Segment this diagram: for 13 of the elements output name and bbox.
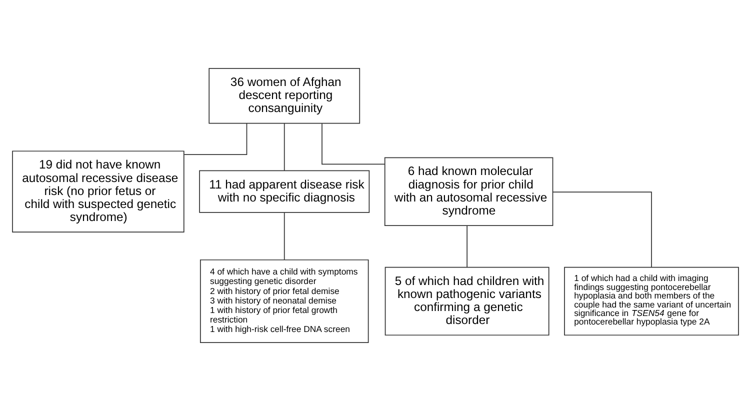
node-box: 36 women of Afghan descent reporting consanguinity [208, 68, 360, 124]
node-box: 1 of which had a child with imaging findings suggesting pontocerebellar hypoplasia and both members of the couple had the same variant of uncertain significance in TSEN54 gene for pontocerebellar hypoplasia type 2A [564, 266, 739, 336]
node-box: 4 of which have a child with symptoms suggesting genetic disorder 2 with history of prior fetal demise 3 with history of neonatal demise 1 with history of prior fetal growth restriction 1 with high-risk cell-free DNA screen [200, 259, 369, 343]
node-box: 11 had apparent disease risk with no specific diagnosis [199, 170, 370, 213]
node-box: 6 had known molecular diagnosis for prior child with an autosomal recessive syndrome [384, 157, 554, 226]
connector [184, 123, 248, 156]
connector [322, 123, 386, 165]
connector [552, 192, 652, 268]
connector [284, 122, 285, 171]
node-box: 5 of which had children with known pathogenic variants confirming a genetic disorder [384, 266, 550, 336]
node-box: 19 did not have known autosomal recessive disease risk (no prior fetus or child with suspected genetic syndrome) [12, 150, 184, 232]
connector [466, 225, 468, 268]
connector [284, 212, 285, 260]
